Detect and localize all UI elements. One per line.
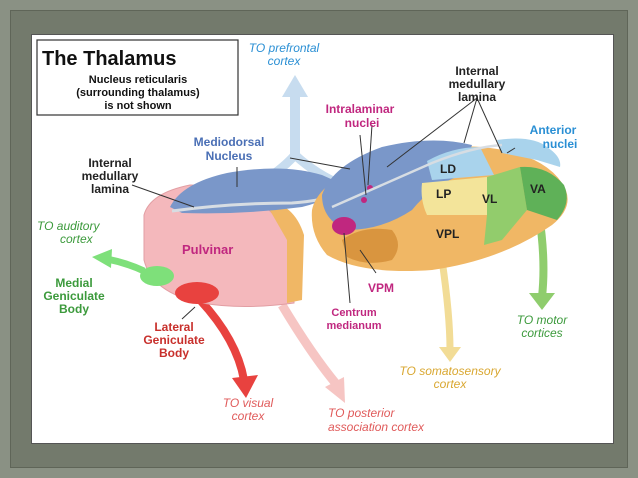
title-box: The Thalamus Nucleus reticularis (surrou…	[36, 39, 239, 116]
centrum-medianum-nucleus	[332, 217, 356, 235]
intralaminar-dot-2	[361, 197, 367, 203]
lateral-geniculate-label-3: Body	[159, 346, 189, 360]
to-posterior-label-1: TO posterior	[328, 406, 395, 420]
vl-region	[484, 167, 527, 245]
internal-lamina-top-label-3: lamina	[458, 90, 496, 104]
centrum-medianum-label-2: medianum	[326, 320, 381, 332]
internal-lamina-left-label-1: Internal	[88, 156, 131, 170]
intralaminar-label-2: nuclei	[345, 116, 380, 130]
to-prefrontal-label-1: TO prefrontal	[249, 41, 320, 55]
internal-lamina-left-label-2: medullary	[82, 169, 139, 183]
to-somatosensory-label-1: TO somatosensory	[399, 364, 501, 378]
vpm-label: VPM	[368, 281, 394, 295]
somatosensory-arrow	[438, 259, 454, 351]
to-auditory-label-2: cortex	[60, 232, 94, 246]
mediodorsal-label-1: Mediodorsal	[194, 135, 265, 149]
thalamus-diagram: The Thalamus Nucleus reticularis (surrou…	[36, 39, 577, 434]
pulvinar-region	[143, 184, 295, 307]
internal-medullary-lamina-right	[331, 143, 503, 209]
anterior-nuclei-label-1: Anterior	[530, 123, 577, 137]
diagram-title: The Thalamus	[42, 48, 176, 70]
ld-region	[427, 147, 494, 180]
note-line-2: (surrounding thalamus)	[76, 87, 200, 99]
lateral-geniculate-label-2: Geniculate	[143, 333, 205, 347]
internal-lamina-top-label-2: medullary	[449, 77, 506, 91]
centrum-medianum-label-1: Centrum	[331, 307, 376, 319]
thalamus-body	[140, 138, 568, 307]
medial-geniculate-body	[140, 266, 174, 286]
leader-lines	[131, 97, 516, 320]
thalamus-diagram-panel: The Thalamus Nucleus reticularis (surrou…	[32, 35, 613, 443]
to-motor-label-1: TO motor	[517, 313, 568, 327]
posterior-association-arrow	[278, 302, 341, 388]
to-visual-label-2: cortex	[232, 409, 266, 423]
medial-geniculate-label-3: Body	[59, 302, 89, 316]
to-visual-label-1: TO visual	[223, 396, 274, 410]
pulvinar-orange-wedge	[264, 200, 304, 303]
ld-label: LD	[440, 162, 456, 176]
vl-label: VL	[482, 192, 497, 206]
pulvinar-label: Pulvinar	[182, 242, 233, 257]
labels: TO prefrontal cortex Intralaminar nuclei…	[37, 41, 577, 434]
internal-lamina-top-label-1: Internal	[455, 64, 498, 78]
to-auditory-label-1: TO auditory	[37, 219, 100, 233]
to-motor-label-2: cortices	[521, 326, 562, 340]
medial-geniculate-label-2: Geniculate	[43, 289, 105, 303]
lateral-geniculate-label-1: Lateral	[154, 320, 193, 334]
vpm-region	[342, 228, 398, 263]
va-region	[520, 166, 567, 220]
prefrontal-arrowhead	[282, 75, 308, 97]
internal-lamina-left-label-3: lamina	[91, 182, 129, 196]
vpl-label: VPL	[436, 227, 459, 241]
lateral-geniculate-body	[175, 282, 219, 304]
va-label: VA	[530, 182, 546, 196]
note-line-3: is not shown	[104, 100, 172, 112]
to-posterior-label-2: association cortex	[328, 420, 425, 434]
note-line-1: Nucleus reticularis	[89, 74, 187, 86]
lp-region	[421, 177, 487, 215]
to-prefrontal-label-2: cortex	[268, 54, 302, 68]
mediodorsal-label-2: Nucleus	[206, 149, 253, 163]
anterior-nuclei-region	[497, 138, 561, 167]
lp-label: LP	[436, 187, 451, 201]
anterior-nuclei-label-2: nuclei	[543, 137, 578, 151]
to-somatosensory-label-2: cortex	[434, 377, 468, 391]
auditory-arrow	[106, 255, 146, 275]
medial-geniculate-label-1: Medial	[55, 276, 92, 290]
visual-arrow	[197, 297, 248, 381]
intralaminar-label-1: Intralaminar	[326, 102, 395, 116]
